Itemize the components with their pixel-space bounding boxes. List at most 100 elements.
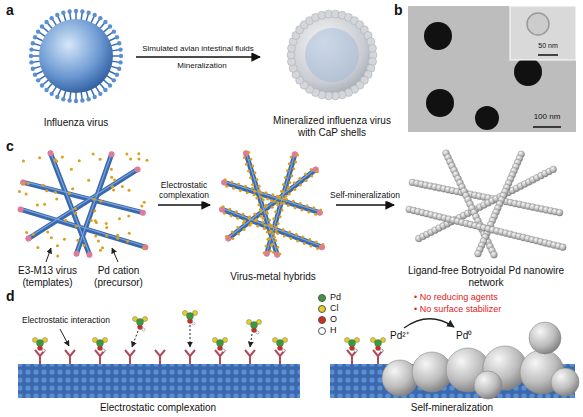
spike-knob [33, 72, 37, 76]
pd-cation [243, 156, 246, 159]
pd-cation [271, 193, 274, 196]
pd-cation [142, 247, 145, 250]
note: • No reducing agents [414, 292, 498, 302]
pd-cation [262, 220, 265, 223]
pd-cation [268, 223, 271, 226]
pd-particle [382, 360, 418, 396]
step-label: Self-mineralization [411, 402, 493, 414]
scale-label: 50 nm [538, 42, 557, 50]
pd-cation [264, 224, 267, 227]
spike-knob [55, 13, 59, 17]
pd-cation [236, 226, 239, 229]
pd-cation [113, 179, 116, 182]
pd-cation [308, 238, 311, 241]
legend-row: Pd [318, 292, 341, 303]
pd-cation [257, 203, 260, 206]
pd-cation [42, 184, 45, 187]
pd-cation [265, 245, 268, 248]
panel-letter: d [6, 288, 15, 304]
pd-cation [247, 151, 250, 154]
antibody [65, 350, 75, 364]
pd-cation [293, 181, 296, 184]
pd-cation [299, 202, 302, 205]
process-arrow [158, 204, 210, 206]
pd-cation [76, 239, 79, 242]
pd-cation [239, 189, 242, 192]
pd-cation [232, 187, 235, 190]
pd-cation [296, 154, 299, 157]
pd-cation [263, 227, 266, 230]
antibody [95, 350, 105, 364]
atom [187, 313, 194, 320]
spike-knob [49, 92, 53, 96]
pd-cation [316, 247, 319, 250]
pd-cation [269, 250, 272, 253]
pd-cation [281, 228, 284, 231]
atom [142, 328, 145, 331]
pd-cation [251, 183, 254, 186]
pdcl-molecule [345, 338, 360, 353]
pd-cation [278, 197, 281, 200]
pd-particle [529, 322, 561, 354]
virus-tip [109, 151, 115, 157]
pd-cation [54, 158, 57, 161]
atom [277, 340, 284, 347]
pd-cation [95, 221, 98, 224]
callout-text: Electrostatic interaction [22, 316, 110, 326]
pd-cation [228, 208, 231, 211]
illustrated-item: Virus-metal hybrids [214, 148, 332, 282]
pd-cation [61, 156, 64, 159]
atom [97, 340, 104, 347]
pd-cation [54, 191, 57, 194]
pd-cation [111, 185, 114, 188]
pd-cation [266, 212, 269, 215]
shell-bump [368, 44, 376, 52]
legend-swatch [318, 327, 326, 335]
pd-cation [280, 202, 283, 205]
spike-knob [80, 9, 84, 13]
ion-label: Pd⁰ [456, 330, 472, 342]
pd-cation [260, 210, 263, 213]
pdcl-molecule [213, 338, 228, 353]
pd-cation [45, 189, 48, 192]
pd-cation [243, 219, 246, 222]
atom-legend: PdClOH [318, 292, 341, 336]
dashed-arrow [132, 331, 138, 347]
inset-particle [527, 13, 549, 35]
step-label: Electrostatic complexation [100, 402, 216, 414]
pd-cation [272, 251, 275, 254]
antibody [215, 350, 225, 364]
pd-cation [231, 230, 234, 233]
pd-cation [292, 167, 295, 170]
spike-knob [118, 47, 122, 51]
pd-cation [307, 211, 310, 214]
pd-bead [556, 209, 563, 216]
pd-cation [298, 177, 301, 180]
pd-cation [244, 185, 247, 188]
virus-templates [18, 150, 149, 258]
pd-cation [258, 185, 261, 188]
atom [102, 349, 105, 352]
illustrated-item: Influenza virus [20, 8, 132, 128]
pd-cation [236, 217, 239, 220]
panel-letter: b [394, 2, 403, 18]
virus-highlight [224, 181, 320, 211]
pd-cation [145, 159, 148, 162]
legend-row: O [318, 314, 341, 325]
atom [282, 349, 285, 352]
pd-cation [253, 190, 256, 193]
virus-core [305, 28, 359, 82]
virus-tip [87, 252, 93, 258]
virus-metal-hybrid [219, 150, 325, 258]
spike-knob [86, 97, 90, 101]
legend-text: Cl [330, 304, 339, 313]
pd-cation [290, 174, 293, 177]
pdcl-molecule [371, 338, 386, 353]
nanowire [419, 169, 553, 238]
pd-cation [284, 195, 287, 198]
reduction-arrow [404, 319, 454, 328]
pd-cation [105, 234, 108, 237]
pd-cation [46, 231, 49, 234]
virus-highlight [77, 153, 112, 252]
